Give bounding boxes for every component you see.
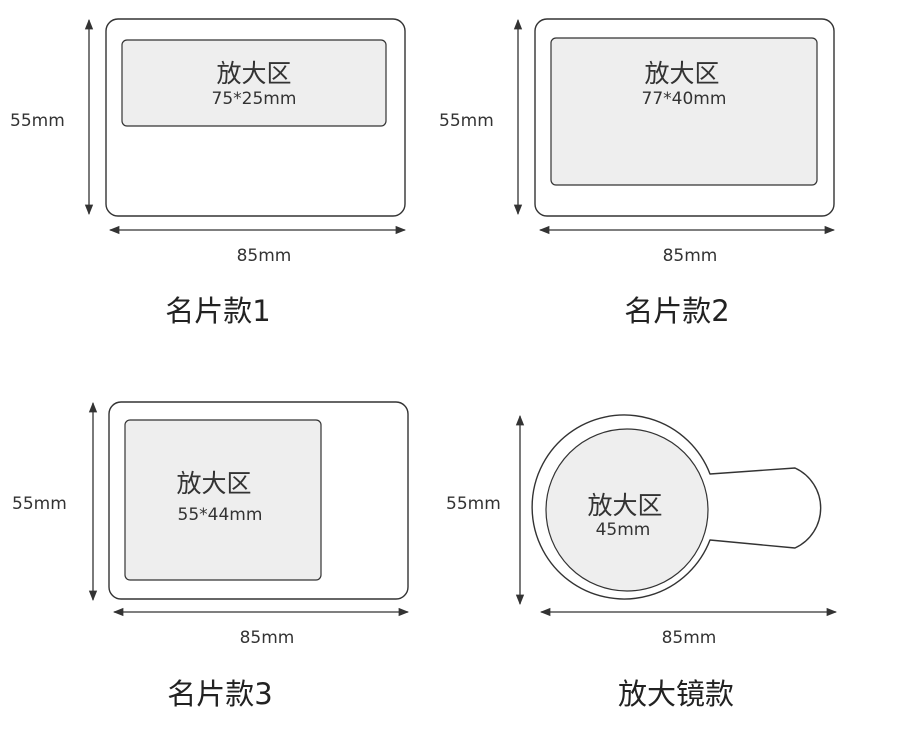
panel-caption: 名片款2 [624, 294, 729, 328]
zone-title: 放大区 [176, 469, 251, 498]
zone-title: 放大区 [216, 59, 291, 88]
width-label: 85mm [663, 246, 718, 266]
panel-card1: 55mm 放大区 75*25mm 85mm 名片款1 [10, 18, 407, 328]
panel-caption: 放大镜款 [618, 677, 734, 711]
height-label: 55mm [10, 111, 65, 131]
magnify-zone [550, 37, 818, 186]
width-label: 85mm [237, 246, 292, 266]
panel-card2: 55mm 放大区 77*40mm 85mm 名片款2 [439, 18, 836, 328]
panel-caption: 名片款1 [165, 294, 270, 328]
zone-size: 77*40mm [642, 89, 727, 109]
height-label: 55mm [439, 111, 494, 131]
magnify-zone [545, 428, 709, 592]
panel-caption: 名片款3 [167, 677, 272, 711]
panel-magnifier: 55mm 放大区 45mm 85mm 放大镜款 [446, 414, 838, 711]
height-label: 55mm [12, 494, 67, 514]
zone-title: 放大区 [644, 59, 719, 88]
zone-title: 放大区 [587, 491, 662, 520]
width-label: 85mm [240, 628, 295, 648]
zone-size: 55*44mm [178, 505, 263, 525]
zone-size: 75*25mm [212, 89, 297, 109]
magnify-zone [121, 39, 387, 127]
panel-card3: 55mm 放大区 55*44mm 85mm 名片款3 [12, 401, 410, 711]
height-label: 55mm [446, 494, 501, 514]
magnify-zone [124, 419, 322, 581]
zone-size: 45mm [596, 520, 651, 540]
width-label: 85mm [662, 628, 717, 648]
